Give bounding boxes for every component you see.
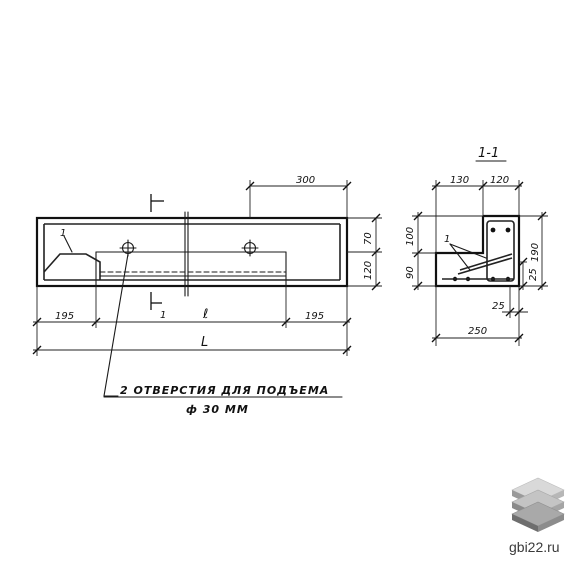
- diag-bar-2: [459, 253, 513, 271]
- note-line-1: 2 ОТВЕРСТИЯ ДЛЯ ПОДЪЕМА: [120, 384, 329, 397]
- section-dim-top: [431, 180, 524, 253]
- dim-bottom-left-label: 195: [55, 311, 74, 322]
- rebar-dot-1: [490, 227, 496, 233]
- section-dim-right-inner-label: 25: [528, 268, 539, 281]
- bent-rebar: [43, 253, 101, 280]
- diag-bar-1: [457, 257, 513, 275]
- dim-right-upper-label: 70: [363, 232, 374, 245]
- section-dim-top-left-label: 130: [450, 175, 469, 186]
- section-mark-bottom: [150, 292, 162, 310]
- section-callout-leader-1: [449, 243, 471, 271]
- callout-leader: [63, 235, 73, 253]
- section-mark-top: [150, 194, 164, 212]
- watermark-text: gbi22.ru: [509, 539, 560, 555]
- section-dim-left: [412, 211, 483, 291]
- section-dim-top-right-label: 120: [490, 175, 509, 186]
- dim-overall-label: L: [201, 335, 208, 350]
- stirrup: [486, 220, 515, 282]
- dim-right-lower-label: 120: [363, 261, 374, 280]
- note-line-2: ф 30 ММ: [186, 403, 249, 416]
- dim-top-300-label: 300: [296, 175, 315, 186]
- section-view: 1-1 1 130 120: [405, 146, 548, 346]
- callout-label: 1: [60, 228, 66, 239]
- section-callout-leader-2: [449, 243, 487, 259]
- section-dim-right: [518, 211, 548, 291]
- watermark: gbi22.ru: [509, 477, 565, 555]
- section-dim-bottom-overall-label: 250: [468, 326, 487, 337]
- dim-bottom-right-label: 195: [305, 311, 324, 322]
- section-callout-label: 1: [444, 234, 450, 245]
- dim-bottom-row: [32, 286, 352, 356]
- section-dim-bottom: [431, 286, 528, 346]
- rebar-dot-2: [505, 227, 511, 233]
- section-title: 1-1: [478, 146, 499, 161]
- dim-right: [347, 213, 382, 291]
- dim-top-300: [245, 180, 352, 218]
- note-leader: [103, 253, 129, 397]
- section-dim-right-overall-label: 190: [530, 243, 541, 262]
- section-mark-label: 1: [160, 310, 166, 321]
- section-dim-left-upper-label: 100: [405, 227, 416, 246]
- section-dim-bottom-small-label: 25: [492, 301, 505, 312]
- dim-bottom-middle-label: ℓ: [202, 307, 208, 322]
- lifting-hole-right: [241, 239, 259, 257]
- section-outline: [434, 214, 521, 288]
- lifting-note: 2 ОТВЕРСТИЯ ДЛЯ ПОДЪЕМА ф 30 ММ: [103, 384, 343, 416]
- elevation-view: 1 1 300 70 120: [32, 175, 382, 397]
- stacked-slabs-icon: [511, 477, 565, 532]
- section-dim-left-lower-label: 90: [405, 266, 416, 279]
- dim-overall: [32, 330, 352, 356]
